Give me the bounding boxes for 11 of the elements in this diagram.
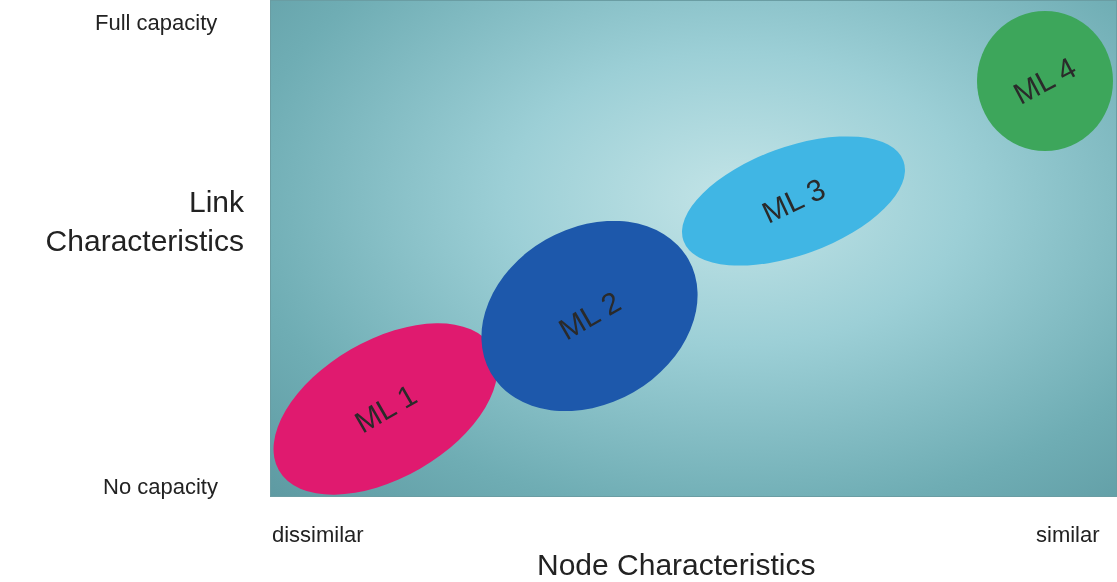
ellipse-label: ML 1: [348, 377, 423, 441]
axis-tick-label: similar: [1036, 522, 1100, 548]
ellipse-label: ML 4: [1008, 50, 1082, 112]
ellipse-label: ML 3: [756, 171, 831, 231]
ellipse-label: ML 2: [552, 284, 627, 348]
axis-title: Link Characteristics: [44, 184, 244, 259]
axis-tick-label: Full capacity: [95, 10, 218, 36]
axis-tick-label: dissimilar: [272, 522, 364, 548]
axis-title: Node Characteristics: [537, 548, 816, 582]
plot-area: [270, 0, 1117, 497]
axis-tick-label: No capacity: [103, 474, 218, 500]
